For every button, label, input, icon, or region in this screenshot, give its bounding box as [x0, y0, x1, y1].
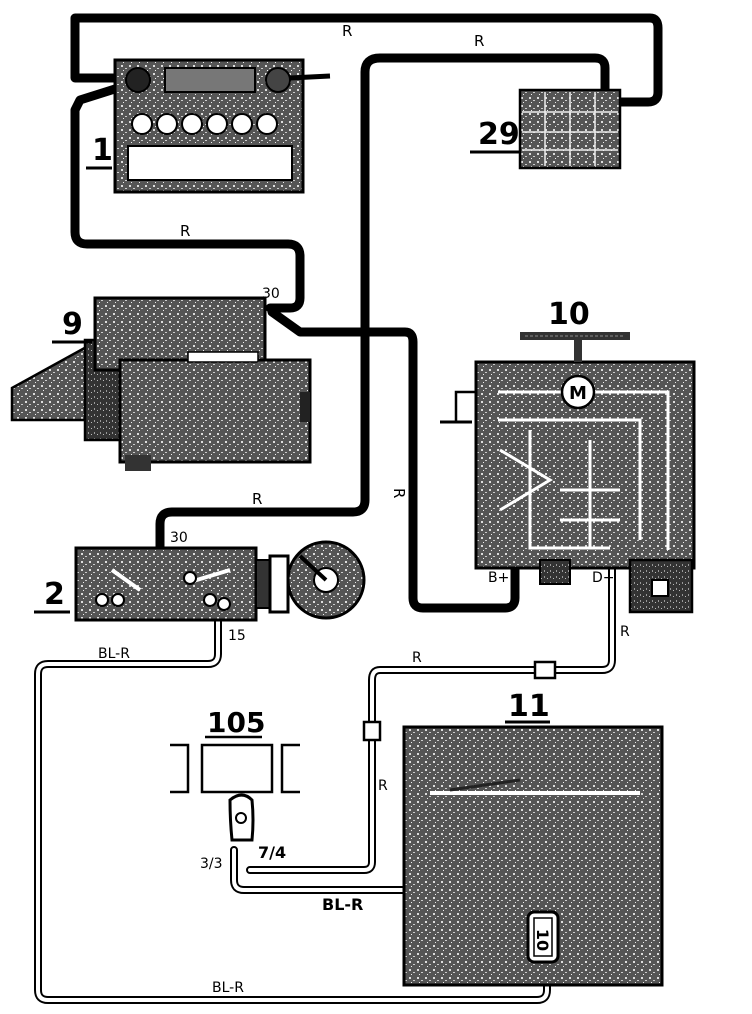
inline-connector-vertical: [362, 720, 382, 742]
wire-r-starter-alternator: [267, 307, 520, 613]
label-charge-lamp: 10: [533, 929, 552, 951]
inline-connector-horizontal: [533, 660, 557, 680]
wire-label-d-plus-horizontal: R: [412, 650, 422, 666]
label-alternator: 10: [548, 297, 590, 332]
alternator: [440, 332, 696, 614]
alternator-motor-symbol: [560, 374, 596, 410]
label-ignition-switch: 2: [44, 577, 65, 612]
terminal-conn-7-4: 7/4: [258, 843, 286, 862]
wire-label-conn-down: R: [378, 778, 388, 794]
label-motor-m: M: [569, 383, 587, 404]
connector-105: [170, 743, 300, 842]
wire-label-vertical-r: R: [390, 488, 408, 498]
wire-r-top-loop: [70, 13, 663, 107]
ignition-switch: [74, 540, 366, 622]
wire-label-fuse-feed: R: [474, 32, 484, 50]
wire-bl-r-ign-loop: [36, 616, 549, 1002]
wire-label-battery-starter: R: [180, 222, 190, 240]
wire-r-fuse-feed: [155, 53, 610, 567]
wire-label-bottom-loop: BL-R: [212, 980, 244, 996]
wire-r-battery-starter: [70, 83, 305, 313]
terminal-starter-30: 30: [262, 286, 280, 302]
label-fuse-box: 29: [478, 117, 520, 152]
label-battery: 1: [92, 133, 113, 168]
instrument-cluster: [402, 725, 664, 987]
wire-label-lamp-feed: BL-R: [322, 895, 363, 914]
wire-label-ign-out: BL-R: [98, 646, 130, 662]
terminal-ignition-15: 15: [228, 628, 246, 644]
fuse-box: [518, 88, 622, 170]
wire-label-top-loop: R: [342, 22, 352, 40]
label-instrument-cluster: 11: [508, 689, 550, 724]
wire-r-d-plus: [248, 566, 614, 872]
label-connector-105: 105: [207, 706, 265, 739]
wire-label-ign-feed: R: [252, 490, 262, 508]
terminal-conn-3-3: 3/3: [200, 856, 223, 872]
terminal-alt-d-plus: D+: [592, 570, 615, 586]
wire-label-d-plus-short: R: [620, 624, 630, 640]
charge-warning-lamp: [526, 910, 560, 964]
label-starter: 9: [62, 307, 83, 342]
terminal-ignition-30: 30: [170, 530, 188, 546]
terminal-alt-b-plus: B+: [488, 570, 509, 586]
battery: [113, 58, 331, 194]
starter-motor: [10, 296, 312, 471]
